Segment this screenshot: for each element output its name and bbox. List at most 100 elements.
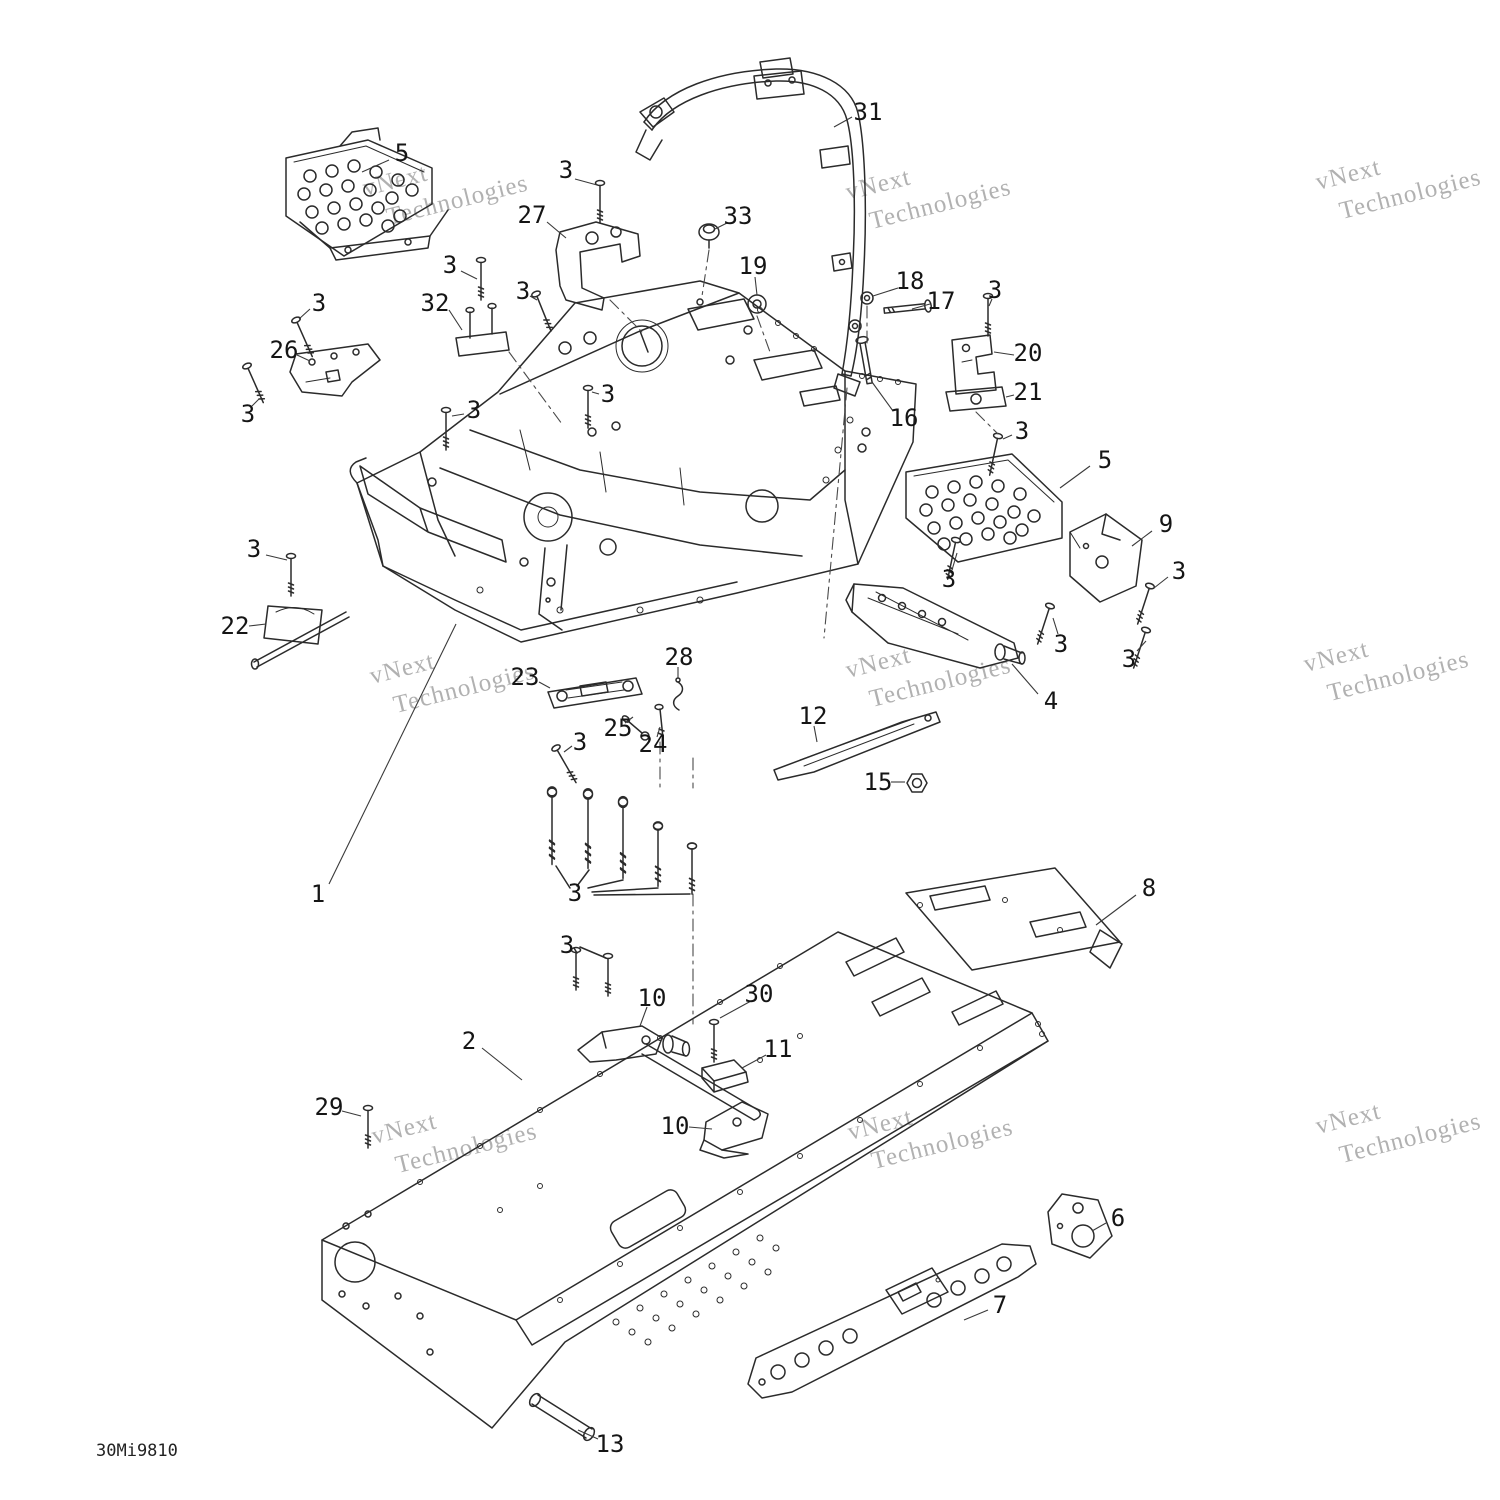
callout-leader: [563, 745, 573, 753]
callout-leader: [813, 725, 818, 743]
callout-leader: [1091, 1222, 1107, 1232]
callout-label: 3: [573, 728, 587, 756]
callout-label: 9: [1159, 510, 1173, 538]
callout-label: 18: [896, 267, 925, 295]
callout-label: 2: [462, 1027, 476, 1055]
callout-label: 26: [270, 336, 299, 364]
callout-leader: [529, 295, 538, 301]
callout-leader: [1059, 465, 1091, 489]
part-5-left-plate: [285, 127, 449, 261]
callout-leader: [963, 1309, 989, 1321]
callout-label: 3: [568, 879, 582, 907]
callout-leader: [833, 116, 853, 128]
part-13-tube: [528, 1392, 596, 1442]
diagram-line-art: [241, 57, 1156, 1442]
callout-leader: [993, 351, 1015, 356]
callout-leader: [1131, 530, 1153, 547]
callout-label: 3: [247, 535, 261, 563]
callout-label: 23: [511, 663, 540, 691]
callout-leader: [298, 308, 311, 320]
callout-leader: [538, 681, 551, 689]
part-33-grommet: [698, 223, 720, 249]
callout-label: 3: [467, 396, 481, 424]
callout-label: 7: [993, 1291, 1007, 1319]
part-5-right-plate: [905, 453, 1063, 563]
part-7-bracket: [747, 1243, 1037, 1399]
callout-leader: [911, 303, 931, 310]
callout-leader: [451, 413, 465, 417]
callout-leader: [251, 398, 260, 407]
callout-label: 15: [864, 768, 893, 796]
callout-leader: [296, 354, 311, 362]
callout-label: 29: [315, 1093, 344, 1121]
callout-leader: [1052, 617, 1059, 635]
part-22-clamp: [250, 605, 350, 670]
callout-leader: [1153, 576, 1169, 589]
part-17-18-bolt: [860, 291, 933, 318]
callout-label: 3: [443, 251, 457, 279]
callout-label: 31: [854, 98, 883, 126]
callout-label: 10: [638, 984, 667, 1012]
callout-label: 19: [739, 252, 768, 280]
callout-leader: [448, 309, 463, 331]
callout-label: 3: [516, 277, 530, 305]
part-23-bracket: [538, 544, 643, 709]
callout-leader: [361, 159, 390, 173]
callout-label: 3: [241, 400, 255, 428]
callout-leader: [872, 287, 899, 297]
callout-label: 8: [1142, 874, 1156, 902]
callout-leader: [754, 276, 758, 296]
callout-leader: [574, 178, 598, 186]
callout-label: 10: [661, 1112, 690, 1140]
doc-number: 30Mi9810: [96, 1441, 178, 1461]
callout-label: 28: [665, 643, 694, 671]
callout-leader: [719, 1000, 752, 1019]
part-2-tunnel: [321, 931, 1049, 1429]
callout-label: 5: [1098, 446, 1112, 474]
screw-fan-leaders: [555, 865, 691, 959]
part-20-21-bracket: [945, 334, 1007, 412]
callout-label: 21: [1014, 378, 1043, 406]
part-24-25-28-fasteners: [621, 677, 684, 741]
callout-leader: [639, 1006, 648, 1027]
callout-label: 16: [890, 404, 919, 432]
callout-label: 3: [559, 156, 573, 184]
callout-leader: [1136, 640, 1147, 652]
callout-leader: [577, 1429, 599, 1440]
callout-leader: [481, 1047, 523, 1081]
part-26-bracket: [289, 343, 381, 397]
part-8-plate: [905, 867, 1123, 971]
callout-leader: [624, 716, 634, 724]
part-32-stud-plate: [455, 302, 510, 357]
callout-label: 3: [942, 565, 956, 593]
callout-label: 3: [1172, 557, 1186, 585]
callout-leader: [546, 221, 567, 239]
part-12-wedge: [773, 711, 941, 781]
part-10-11-brackets: [577, 1025, 769, 1159]
callout-label: 3: [988, 276, 1002, 304]
callout-label: 1: [311, 880, 325, 908]
callout-label: 13: [596, 1430, 625, 1458]
callout-label: 20: [1014, 339, 1043, 367]
callout-label: 5: [395, 139, 409, 167]
callout-leader: [591, 391, 600, 395]
alignment-axes: [508, 249, 999, 1025]
callout-leader: [741, 1054, 767, 1069]
callout-label: 3: [1054, 630, 1068, 658]
callout-label: 3: [560, 931, 574, 959]
callout-label: 27: [518, 201, 547, 229]
callout-leader: [871, 381, 894, 412]
callout-leader: [688, 1126, 713, 1130]
part-16-bolt: [848, 319, 877, 386]
part-9-bracket: [1069, 513, 1143, 603]
callout-leader: [988, 298, 993, 307]
callout-leader: [328, 623, 457, 885]
